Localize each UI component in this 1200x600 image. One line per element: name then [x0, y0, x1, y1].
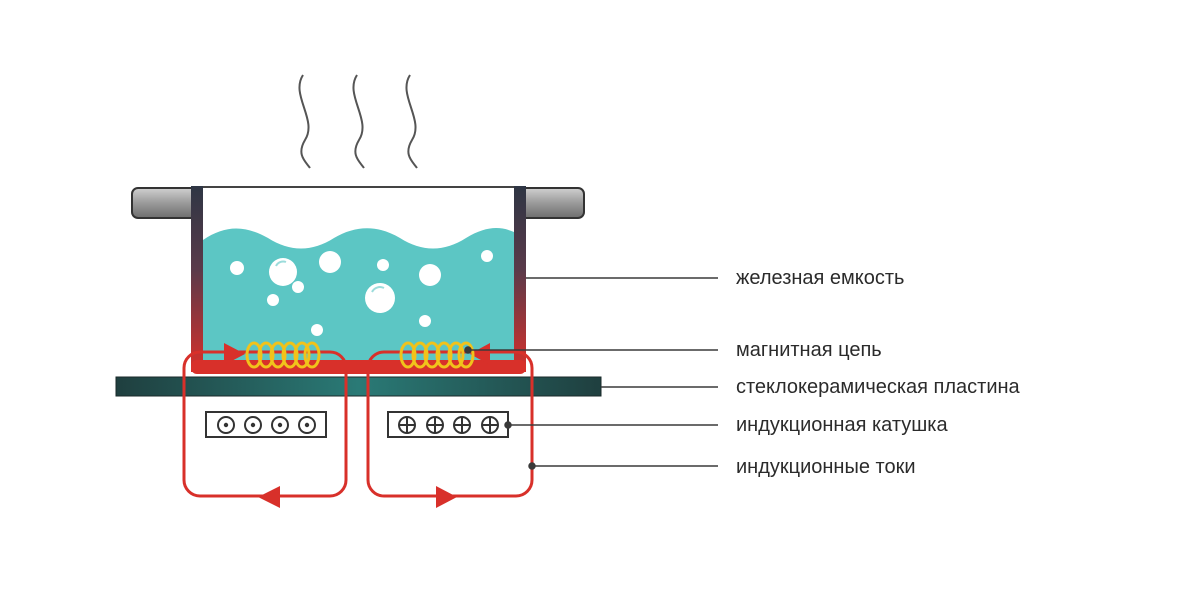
induction-coil-right — [387, 411, 509, 438]
bubble-icon — [230, 250, 493, 336]
label-induction-coil: индукционная катушка — [736, 414, 948, 436]
induction-coil-left — [205, 411, 327, 438]
leader-lines — [464, 277, 718, 470]
arrow-icon — [224, 343, 490, 508]
glass-ceramic-plate — [115, 376, 602, 397]
iron-vessel — [191, 186, 526, 374]
steam-icon — [298, 74, 418, 169]
left-handle — [131, 187, 199, 219]
label-magnetic-circuit: магнитная цепь — [736, 339, 882, 361]
right-handle — [515, 187, 585, 219]
coil-icon — [245, 341, 475, 369]
label-glass-ceramic-plate: стеклокерамическая пластина — [736, 376, 1020, 398]
dot-symbol-icon — [217, 416, 316, 434]
label-iron-vessel: железная емкость — [736, 267, 905, 289]
label-induction-currents: индукционные токи — [736, 456, 916, 478]
cross-symbol-icon — [398, 416, 499, 434]
